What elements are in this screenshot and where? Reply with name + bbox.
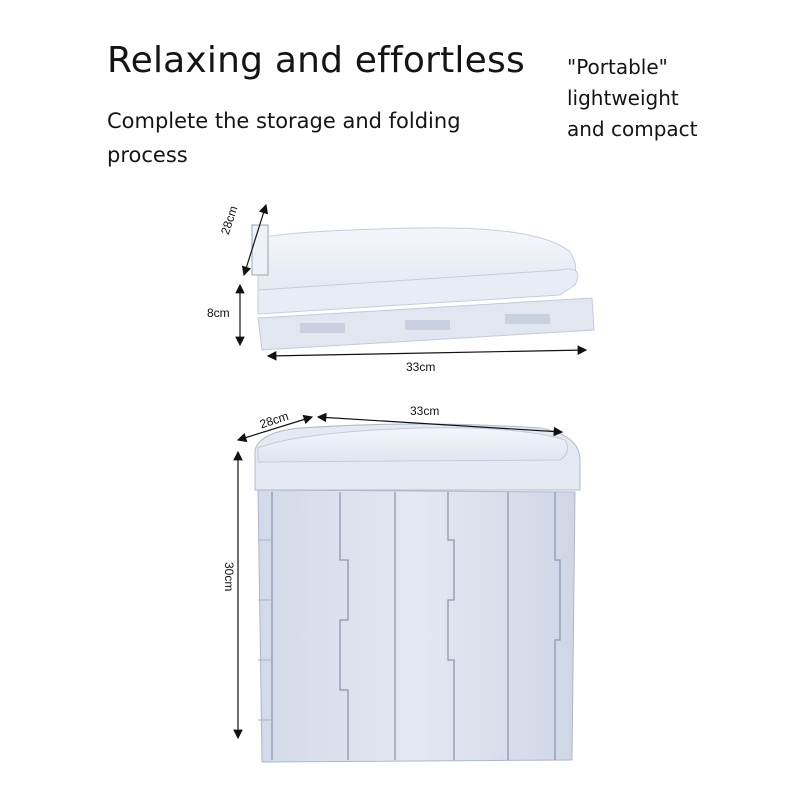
expanded-product — [254, 423, 581, 763]
headline-title: Relaxing and effortless — [107, 40, 525, 81]
headline-subtitle: Complete the storage and folding process — [107, 104, 487, 172]
subtitle-line-2: process — [107, 143, 188, 167]
feature-list: "Portable" lightweight and compact — [567, 52, 767, 145]
feature-line-2: lightweight — [567, 86, 679, 110]
folded-width-label: 33cm — [406, 360, 436, 374]
folded-height-label: 8cm — [207, 306, 230, 320]
expanded-height-label: 30cm — [222, 562, 236, 592]
expanded-width-label: 33cm — [410, 404, 440, 418]
feature-line-3: and compact — [567, 117, 698, 141]
subtitle-line-1: Complete the storage and folding — [107, 109, 461, 133]
folded-product — [251, 224, 595, 351]
feature-line-1: "Portable" — [567, 55, 668, 79]
